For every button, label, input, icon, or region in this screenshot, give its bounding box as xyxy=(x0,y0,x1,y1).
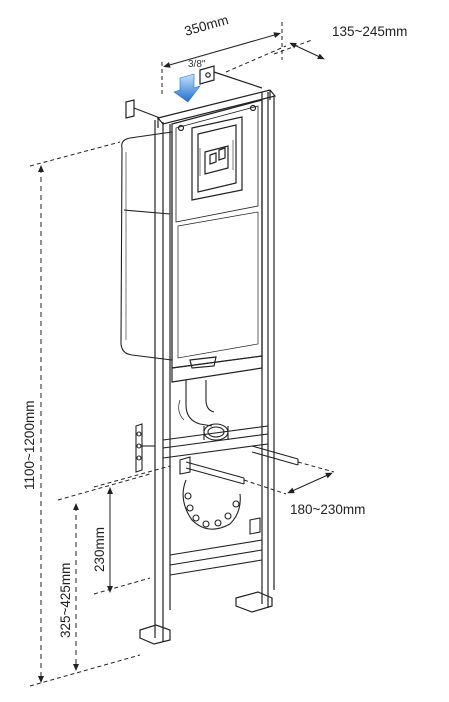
inlet-angle-label: 3/8" xyxy=(188,59,206,70)
flush-pipe-height-label: 325~425mm xyxy=(58,563,73,638)
mounting-bolts xyxy=(179,445,299,485)
side-bracket xyxy=(135,423,155,473)
dim-total-height xyxy=(29,141,141,687)
total-height-label: 1100~1200mm xyxy=(22,401,37,490)
dim-drain-height xyxy=(93,465,171,595)
drain-bracket xyxy=(182,479,261,535)
cistern-tank xyxy=(120,131,173,361)
dim-wall-depth xyxy=(225,39,325,73)
frame-crossbars xyxy=(162,425,269,576)
water-inlet-arrow xyxy=(173,73,201,103)
frame-top xyxy=(125,65,277,128)
dim-bolt-spacing xyxy=(243,461,335,495)
dim-frame-width xyxy=(161,22,283,96)
front-panel xyxy=(171,99,263,383)
dim-flush-pipe-height xyxy=(57,473,151,671)
wall-depth-label: 135~245mm xyxy=(332,24,407,39)
frame-feet xyxy=(139,585,273,645)
drain-height-label: 230mm xyxy=(92,527,107,572)
bolt-spacing-label: 180~230mm xyxy=(290,502,365,517)
frame-width-label: 350mm xyxy=(183,12,230,39)
flush-pipe xyxy=(178,380,229,441)
